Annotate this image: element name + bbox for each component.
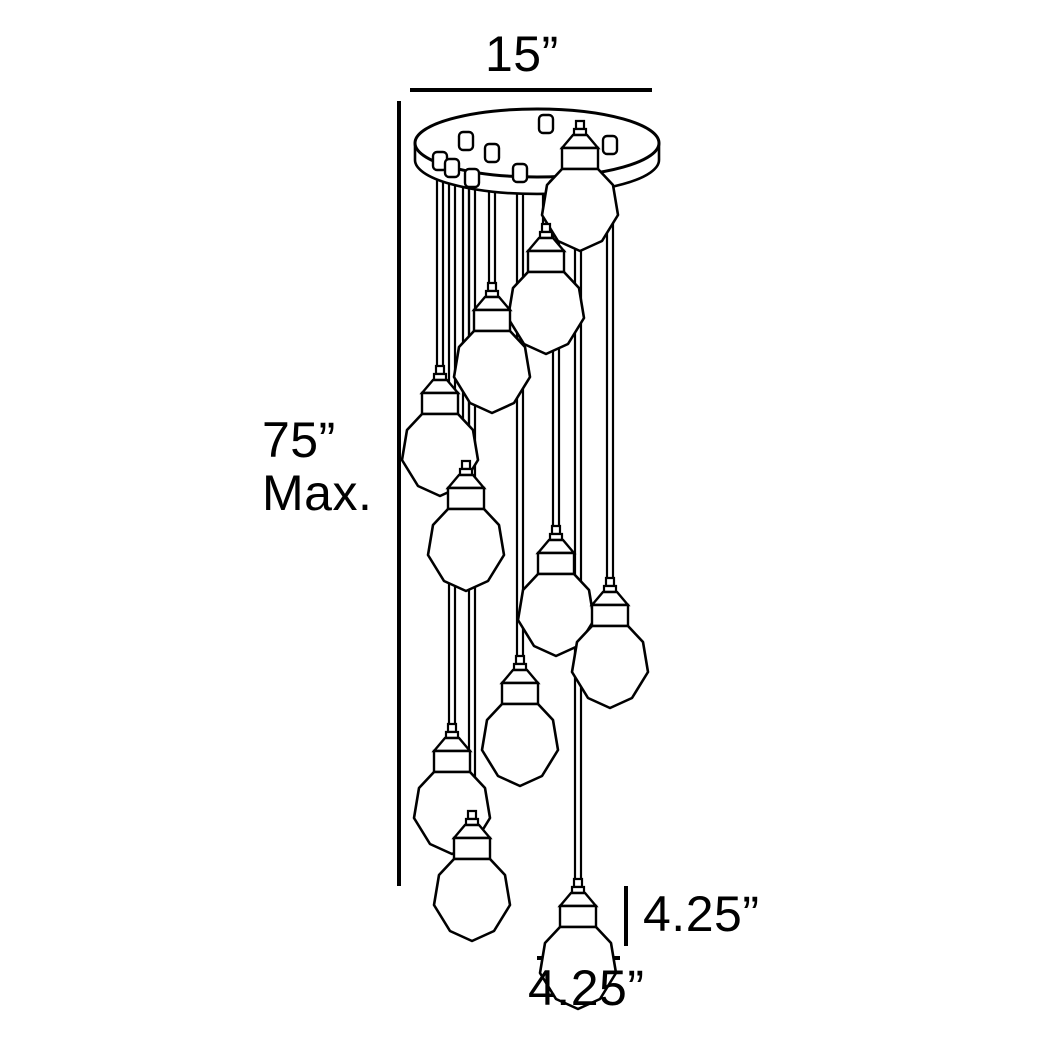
pendant-shades <box>400 119 650 1011</box>
width-dimension-label: 15” <box>485 26 559 82</box>
height-dimension-value: 75” <box>262 412 336 468</box>
canopy <box>413 107 661 196</box>
height-dimension-label: 75”Max. <box>262 414 372 519</box>
pendant-shade-4 <box>480 654 560 788</box>
height-dimension-qualifier: Max. <box>262 464 373 521</box>
shade-width-dimension-label: 4.25” <box>528 960 645 1016</box>
shade-height-dimension-label: 4.25” <box>643 886 760 942</box>
